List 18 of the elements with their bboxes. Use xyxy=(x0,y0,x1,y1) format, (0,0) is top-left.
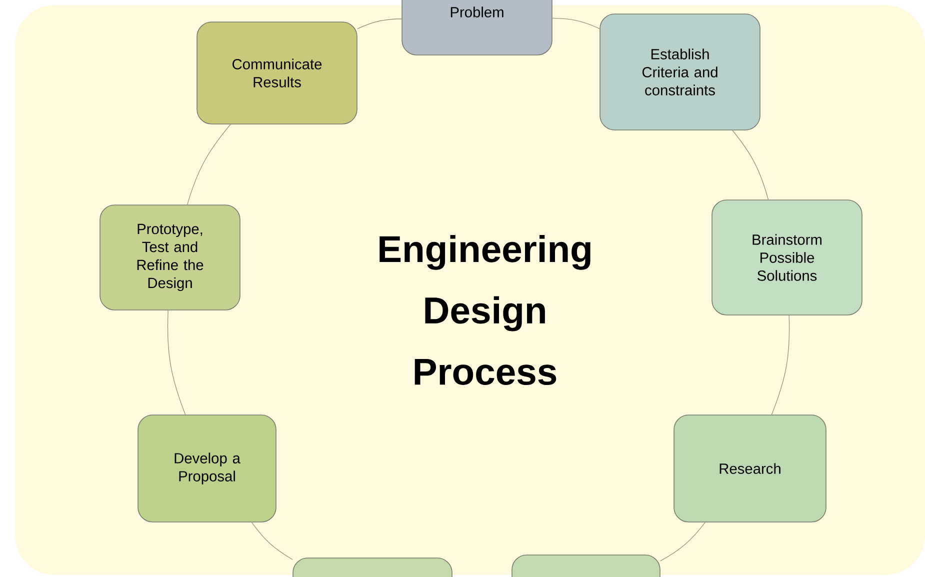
process-box xyxy=(292,558,452,577)
process-box: Problem xyxy=(402,0,552,56)
process-box: Establish Criteria and constraints xyxy=(600,14,760,130)
connector-arc xyxy=(660,522,706,562)
connector-arc xyxy=(771,315,790,415)
connector-arc xyxy=(552,18,600,29)
process-box: Research xyxy=(674,414,826,522)
process-box: Develop a Proposal xyxy=(138,414,276,522)
process-box: Brainstorm Possible Solutions xyxy=(712,200,862,316)
process-box: Communicate Results xyxy=(196,22,358,124)
connector-arc xyxy=(186,124,231,205)
title: Engineering Design Process xyxy=(380,234,590,386)
process-box: Prototype, Test and Refine the Design xyxy=(100,204,240,310)
connector-arc xyxy=(732,130,769,200)
connector-arc xyxy=(251,522,293,560)
connector-arc xyxy=(167,310,186,415)
process-box xyxy=(512,554,660,577)
connector-arc xyxy=(357,18,402,30)
